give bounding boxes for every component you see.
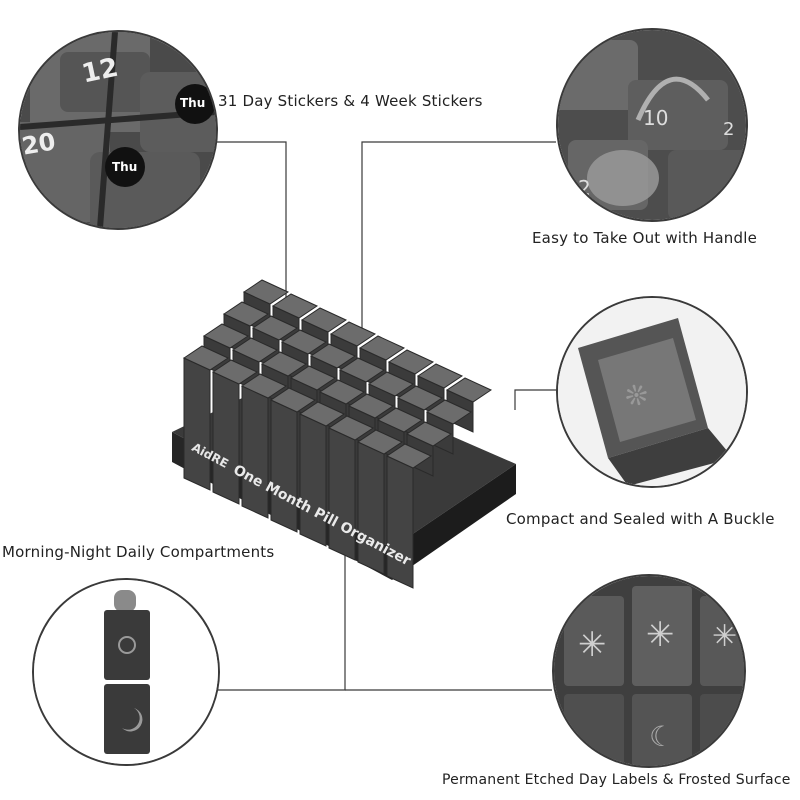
svg-text:✳: ✳ [578,625,607,665]
buckle-closeup: ❊ [556,296,748,488]
feature-etched: Permanent Etched Day Labels & Frosted Su… [442,772,791,788]
compartment [298,401,346,547]
svg-text:☾: ☾ [649,720,674,753]
compartment-closeup [32,578,220,766]
feature-compartments: Morning-Night Daily Compartments [2,543,275,561]
svg-text:✳: ✳ [646,615,675,655]
svg-text:2: 2 [723,119,734,140]
compartment [356,429,404,575]
feature-stickers: 31 Day Stickers & 4 Week Stickers [218,92,483,110]
compartment [182,345,230,491]
svg-text:10: 10 [643,106,668,130]
compartment [211,359,259,505]
feature-sealed: Compact and Sealed with A Buckle [506,510,775,528]
sticker-week-thu-a: Thu [180,96,206,110]
compartment [240,373,288,519]
etched-closeup: ✳ ✳ ✳ ☾ [552,574,746,768]
compartment [269,387,317,533]
stickers-closeup: 12 20 Thu Thu [18,30,218,230]
compartment [385,443,433,589]
sticker-week-thu-b: Thu [112,160,138,174]
feature-handle: Easy to Take Out with Handle [532,229,758,247]
compartment [327,415,375,561]
